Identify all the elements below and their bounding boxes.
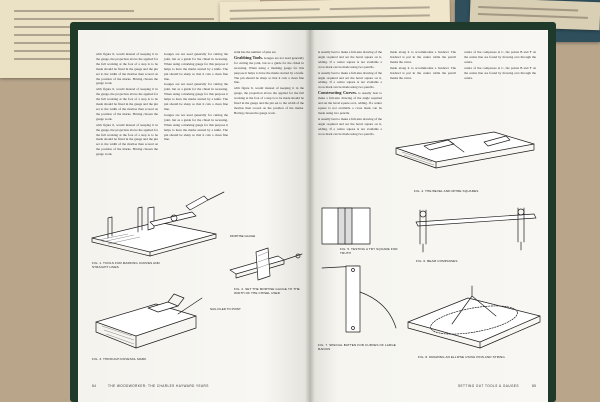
right-page: is usually best to make a full-size draw… [310,30,548,402]
right-running-head: SETTING OUT TOOLS & GAUGES [458,384,519,388]
left-running-head: THE WOODWORKER: THE CHARLES HAYWARD YEAR… [108,384,209,388]
left-text-column-1: with figure 6, would instead of keeping … [96,52,158,157]
figure-6-caption: FIG. 6. BEAM COMPASSES [416,259,458,263]
right-text-column-3: centre of the compasses at C, the points… [464,50,536,80]
nail-label: NAIL FILED TO POINT [210,307,241,311]
figure-3-caption: FIG. 3. THROUGH DOVETAIL MARK [92,357,147,361]
figure-6-illustration [406,207,542,256]
right-text-column-1: is usually best to make a full-size draw… [318,50,383,136]
figure-7-caption: FIG. 7. SPECIAL BATTEN FOR CURVES OF LAR… [318,343,396,351]
right-page-number: 85 [532,384,537,388]
right-text-column-2: made along it to accommodate a bradawl. … [390,50,456,80]
figure-5-caption: FIG. 5. TESTING A TRY SQUARE FOR TRUTH [340,247,398,255]
book-gutter [305,30,315,402]
figure-1-caption: FIG. 1. TOOLS FOR MARKING CURVES AND STR… [92,261,160,269]
left-page: with figure 6, would instead of keeping … [78,30,310,402]
figure-4-illustration [394,128,536,184]
figure-4-caption: FIG. 4. THE BEVEL AND MITRE SQUARES [414,189,479,193]
figure-1-illustration [88,178,228,258]
figure-8-illustration [406,276,542,352]
figure-2-illustration [228,242,306,288]
figure-3-illustration [92,292,212,354]
left-text-column-2: Gauges are not used generally for cuttin… [164,52,228,142]
figure-5-illustration [320,206,372,246]
left-text-column-3: stalk has the number of pins set. Grabbi… [234,50,304,115]
figure-7-illustration [318,262,400,336]
mortise-gauge-label: MORTISE GAUGE [230,234,256,238]
left-page-number: 84 [92,384,97,388]
figure-2-caption: FIG. 2. SET THE MORTISE GAUGE TO THE WID… [234,287,300,295]
figure-8-caption: FIG. 8. DRAWING AN ELLIPSE USING PINS AN… [418,355,505,359]
